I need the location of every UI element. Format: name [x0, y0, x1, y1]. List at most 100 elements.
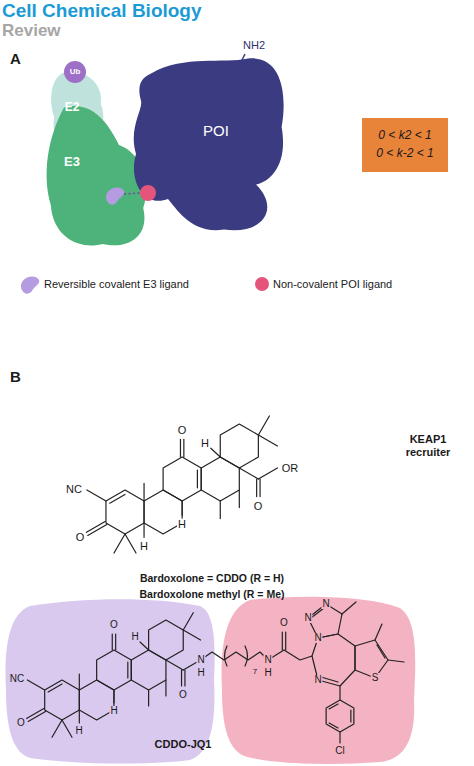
node-text: POI	[203, 122, 229, 139]
atom-label: H	[139, 541, 149, 552]
atom-label: 7	[252, 668, 258, 676]
bond	[110, 494, 125, 503]
bond	[27, 709, 44, 719]
bond	[258, 435, 277, 446]
bond	[258, 416, 269, 435]
node-text: 0 < k-2 < 1	[376, 147, 433, 161]
linker-chain	[201, 650, 312, 660]
atom-label: H	[177, 519, 187, 530]
bond	[377, 645, 385, 658]
bond	[339, 732, 340, 743]
bond	[321, 677, 338, 682]
shape-outline	[128, 55, 288, 235]
legend-text: Reversible covalent E3 ligand	[44, 278, 189, 291]
bond	[256, 479, 257, 497]
bond	[329, 723, 338, 728]
bond	[259, 479, 260, 497]
atom-label: O	[109, 620, 119, 630]
bond	[112, 634, 113, 650]
bond	[183, 613, 193, 630]
node-text: Ub	[70, 67, 81, 76]
ring	[45, 680, 80, 720]
bond	[27, 680, 44, 690]
atom-label: NC	[65, 484, 83, 495]
atom-label: H	[263, 668, 272, 678]
atom-label: H	[74, 726, 83, 736]
atom-label: N	[263, 655, 272, 665]
recruiter-label: KEAP1 recruiter	[396, 433, 460, 458]
bond	[197, 470, 198, 488]
compound-name: Bardoxolone = CDDO (R = H)	[140, 572, 284, 584]
ring	[201, 457, 239, 501]
bond	[181, 670, 182, 686]
atom-label: O	[16, 718, 26, 728]
bond	[86, 522, 105, 533]
bond	[88, 524, 107, 535]
atom-label: O	[279, 618, 289, 628]
bond	[282, 632, 283, 650]
bond	[127, 662, 128, 678]
bond	[184, 670, 185, 686]
bond	[28, 711, 45, 721]
panel-letter: B	[10, 368, 21, 385]
bond	[329, 704, 338, 709]
ring	[220, 424, 258, 468]
atom-label: H	[130, 632, 139, 642]
legend-circle-sample	[255, 277, 269, 291]
bond	[258, 468, 277, 479]
bond	[148, 690, 149, 706]
ring	[326, 700, 354, 732]
ring	[312, 634, 355, 686]
bond	[166, 660, 183, 670]
bond	[350, 710, 351, 722]
bond	[79, 674, 80, 690]
ring	[131, 650, 166, 690]
atom-label: N	[196, 655, 205, 665]
bond	[211, 448, 220, 457]
bond	[388, 660, 404, 662]
atom-label: N	[313, 675, 322, 685]
bond	[125, 534, 136, 553]
atom-label: OR	[281, 463, 300, 474]
atom-label: N	[321, 599, 330, 609]
jq1-region	[222, 597, 416, 764]
ring	[97, 650, 132, 690]
atom-label: H	[196, 668, 205, 678]
bond	[220, 501, 221, 519]
atom-label: Cl	[334, 746, 345, 756]
atom-label: N	[303, 613, 312, 623]
atom-label: O	[178, 690, 188, 700]
bond	[375, 624, 382, 640]
ring	[149, 620, 184, 660]
atom-label: H	[109, 706, 118, 716]
bond	[180, 439, 181, 457]
ring	[106, 490, 144, 534]
bond	[87, 490, 106, 501]
panel-letter: A	[10, 50, 21, 67]
bracket	[225, 646, 228, 666]
bond	[342, 602, 356, 614]
atom-label: O	[177, 425, 188, 436]
bond	[182, 501, 183, 515]
blob-shape	[134, 58, 284, 230]
bond	[165, 680, 166, 696]
ring	[163, 457, 201, 501]
section-tag: Review	[2, 21, 61, 41]
compound-name: CDDO-JQ1	[155, 738, 212, 751]
bond	[140, 642, 149, 650]
bond	[143, 523, 144, 537]
bond	[239, 468, 258, 479]
bond	[339, 686, 340, 700]
rate-constant-box: 0 < k2 < 10 < k-2 < 1	[362, 118, 448, 172]
atom-label: O	[253, 501, 264, 512]
node-text: E2	[65, 101, 80, 115]
node-text: E3	[64, 155, 80, 170]
bond	[183, 439, 184, 457]
bond	[52, 720, 62, 737]
bond-lines	[27, 416, 404, 743]
legend-text: Non-covalent POI ligand	[273, 278, 392, 291]
bond	[143, 483, 144, 501]
cddo-region	[6, 599, 215, 763]
amine-label: NH2	[243, 39, 265, 52]
ubiquitin-circle: Ub	[64, 61, 86, 83]
